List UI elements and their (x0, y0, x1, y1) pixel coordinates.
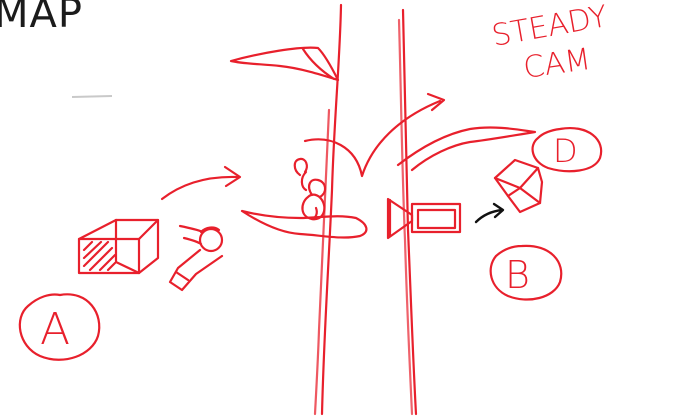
squirrel-figure (295, 159, 325, 219)
box-d (495, 160, 542, 212)
black-arrow (476, 204, 503, 222)
branch-top-left (231, 48, 338, 80)
position-d-marker: D (533, 128, 602, 171)
cube-camera-a (79, 220, 158, 273)
scratch-line (72, 96, 112, 97)
person-figure (170, 226, 222, 290)
position-a-label: A (40, 304, 70, 355)
position-b-marker: B (491, 246, 562, 300)
arrow-a-to-tree (162, 167, 240, 199)
branch-right (398, 127, 535, 170)
position-d-label: D (553, 132, 578, 170)
steadycam-note: STEADY CAM (489, 0, 610, 86)
camcorder-icon (388, 199, 460, 238)
position-a-marker: A (20, 294, 99, 359)
steadycam-note-line-1: STEADY (489, 0, 610, 54)
position-b-label: B (505, 253, 530, 297)
steadycam-note-line-2: CAM (521, 42, 593, 86)
